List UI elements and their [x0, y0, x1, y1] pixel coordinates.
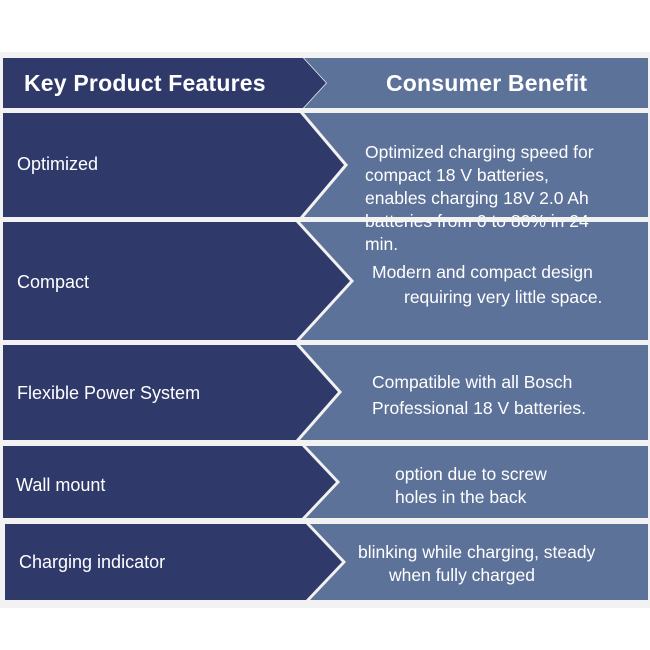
benefit-line: holes in the back	[395, 487, 527, 507]
benefit-line: Modern and compact design	[372, 262, 593, 282]
benefit-line: enables charging 18V 2.0 Ah	[365, 188, 589, 208]
benefit-line: when fully charged	[389, 565, 535, 585]
benefit-text: Modern and compact design requiring very…	[372, 261, 602, 309]
benefit-text: Compatible with all Bosch Professional 1…	[372, 371, 586, 420]
row-2-feature-chevron	[3, 222, 350, 340]
feature-label: Compact	[17, 272, 90, 292]
row-5-feature-chevron	[5, 524, 342, 600]
feature-label: Charging indicator	[19, 552, 166, 572]
benefit-line: Optimized charging speed for	[365, 142, 594, 162]
feature-label: Wall mount	[16, 475, 106, 495]
feature-label: Flexible Power System	[17, 383, 201, 403]
row-1-benefit-panel	[304, 113, 648, 217]
benefit-line: option due to screw	[395, 464, 547, 484]
benefit-text: option due to screw holes in the back	[395, 463, 547, 509]
benefit-text: blinking while charging, steady when ful…	[358, 541, 595, 587]
benefit-text: Optimized charging speed for compact 18 …	[365, 141, 594, 256]
benefit-line: compact 18 V batteries,	[365, 165, 549, 185]
header-features-title: Key Product Features	[24, 70, 266, 96]
benefit-line: Professional 18 V batteries.	[372, 398, 587, 418]
row-3-benefit-panel	[300, 345, 648, 440]
row-4-benefit-panel	[306, 446, 648, 518]
benefit-line: Compatible with all Bosch	[372, 372, 573, 392]
header-benefit-panel	[304, 58, 648, 108]
benefit-line: blinking while charging, steady	[358, 542, 596, 562]
benefit-line: batteries from 0 to 80% in 24	[365, 211, 589, 231]
header-feature-chevron	[3, 58, 326, 108]
row-2-benefit-panel	[300, 222, 648, 340]
header-benefit-title: Consumer Benefit	[386, 70, 588, 96]
row-3-feature-chevron	[3, 345, 338, 440]
row-1-feature-chevron	[3, 113, 344, 217]
benefit-line: requiring very little space.	[404, 287, 603, 307]
feature-label: Optimized	[17, 154, 99, 174]
row-5-benefit-panel	[310, 524, 648, 600]
row-divider	[300, 217, 650, 221]
benefit-line: min.	[365, 234, 399, 254]
row-4-feature-chevron	[3, 446, 336, 518]
